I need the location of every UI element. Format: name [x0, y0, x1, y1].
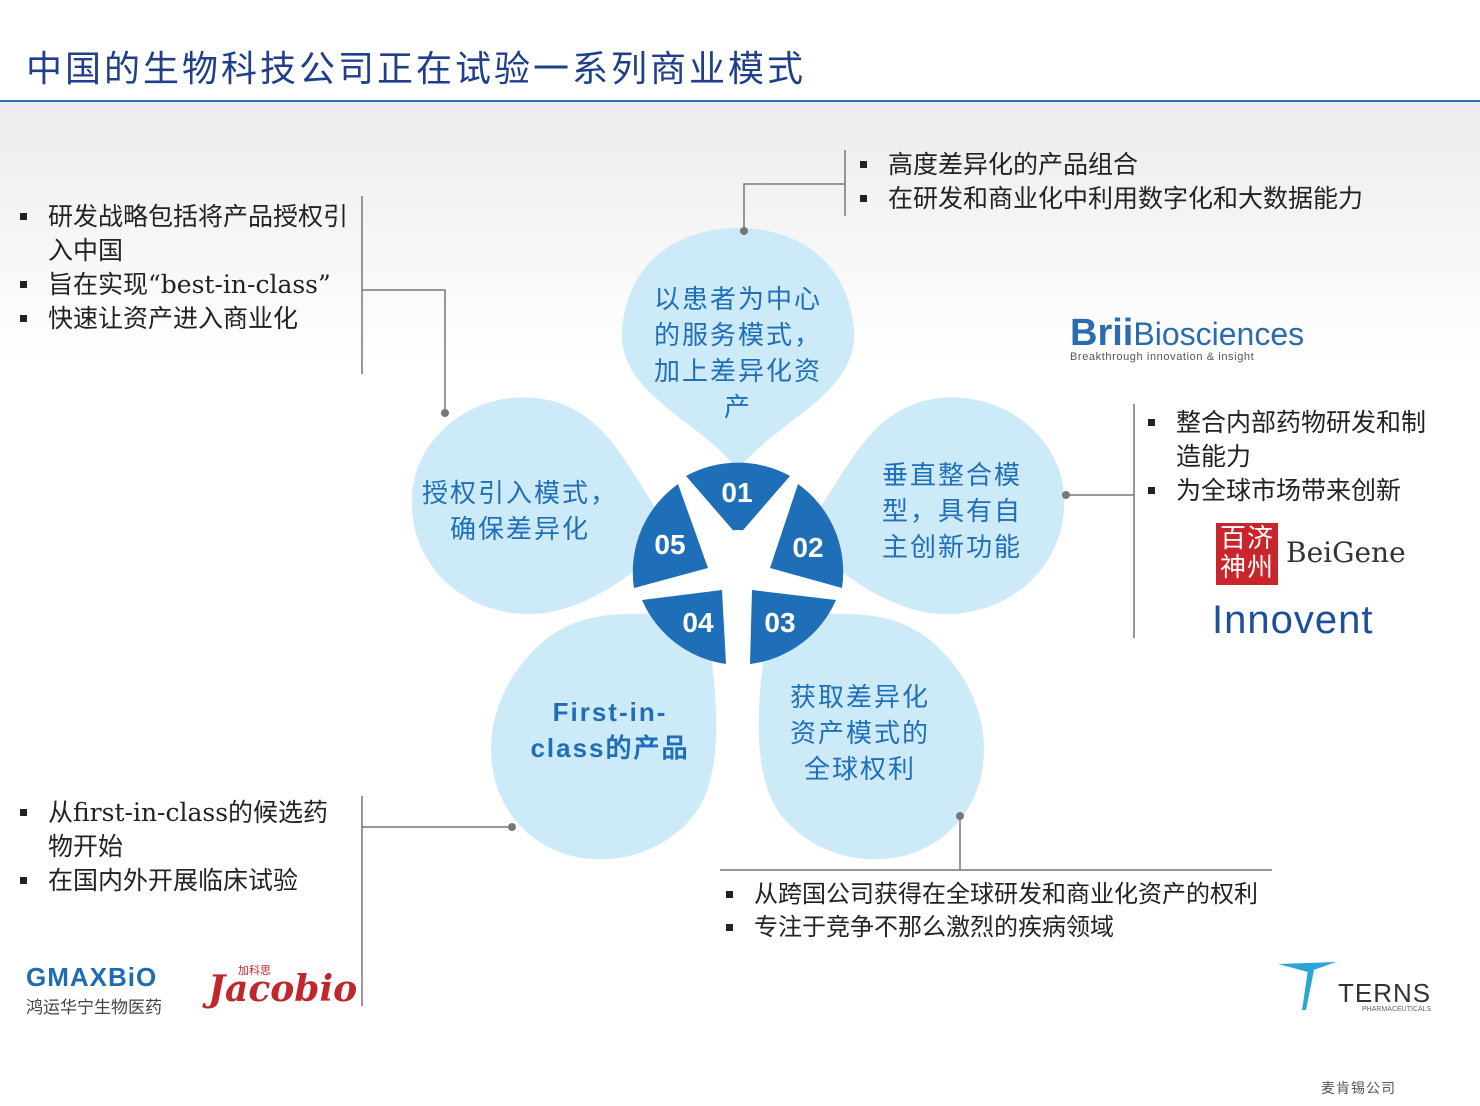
- bullet-item: 高度差异化的产品组合: [858, 148, 1458, 182]
- petal-04: [491, 612, 717, 860]
- center-hole: [708, 530, 768, 590]
- terns-bird-icon: [1278, 962, 1336, 1010]
- bullet-item: 在研发和商业化中利用数字化和大数据能力: [858, 182, 1458, 216]
- petal-text-03: 获取差异化资产模式的全球权利: [789, 683, 930, 785]
- bullets-bottom-right: 从跨国公司获得在全球研发和商业化资产的权利 专注于竞争不那么激烈的疾病领域: [724, 878, 1284, 944]
- brii-tagline: Breakthrough innovation & insight: [1070, 351, 1255, 363]
- center-segment-02: [770, 484, 844, 588]
- petal-text-02: 垂直整合模型，具有自主创新功能: [881, 461, 1022, 563]
- center-segment-01: [686, 462, 790, 536]
- bullet-item: 快速让资产进入商业化: [18, 302, 348, 336]
- petal-01: [621, 228, 855, 470]
- bullet-item: 为全球市场带来创新: [1146, 474, 1446, 508]
- bullet-item: 专注于竞争不那么激烈的疾病领域: [724, 911, 1284, 944]
- jacobio-logo: Jacobio: [208, 968, 358, 1010]
- petal-05: [411, 397, 675, 615]
- petal-number-03: 03: [764, 607, 796, 638]
- petal-03: [758, 612, 984, 860]
- connector-left-top: [362, 289, 446, 413]
- petal-text-05: 授权引入模式，确保差异化: [421, 479, 618, 545]
- petal-number-01: 01: [721, 477, 753, 508]
- innovent-logo: Innovent: [1212, 598, 1374, 642]
- bullets-left-top: 研发战略包括将产品授权引入中国 旨在实现“best-in-class” 快速让资…: [18, 200, 348, 336]
- jacobio-logo-cn: 加科思: [238, 965, 271, 977]
- terns-logo-sub: PHARMACEUTICALS: [1362, 1006, 1432, 1013]
- center-segment-04: [642, 590, 726, 664]
- brii-logo-name: Brii: [1070, 312, 1134, 354]
- title-rule: [0, 100, 1480, 102]
- bullet-item: 旨在实现“best-in-class”: [18, 268, 348, 302]
- center-segment-03: [750, 590, 836, 664]
- bullet-item: 从跨国公司获得在全球研发和商业化资产的权利: [724, 878, 1284, 911]
- petal-number-04: 04: [682, 607, 714, 638]
- bullet-item: 研发战略包括将产品授权引入中国: [18, 200, 348, 268]
- bullet-item: 整合内部药物研发和制造能力: [1146, 406, 1446, 474]
- petal-02: [800, 397, 1065, 615]
- connector-top: [743, 183, 845, 231]
- bullets-top-right: 高度差异化的产品组合 在研发和商业化中利用数字化和大数据能力: [858, 148, 1458, 216]
- footer-company: 麦肯锡公司: [1321, 1081, 1396, 1097]
- bullets-right-mid: 整合内部药物研发和制造能力 为全球市场带来创新: [1146, 406, 1446, 508]
- bullets-left-bottom: 从first-in-class的候选药物开始 在国内外开展临床试验: [18, 796, 348, 898]
- bullet-item: 在国内外开展临床试验: [18, 864, 348, 898]
- brii-logo: BriiBiosciences Breakthrough innovation …: [1070, 312, 1304, 363]
- gmax-logo-cn: 鸿运华宁生物医药: [26, 998, 162, 1017]
- petal-number-05: 05: [654, 529, 686, 560]
- gmax-logo: GMAXBiO 鸿运华宁生物医药: [26, 962, 162, 1018]
- bullet-item: 从first-in-class的候选药物开始: [18, 796, 348, 864]
- beigene-logo: BeiGene: [1286, 536, 1406, 569]
- terns-logo: TERNS: [1338, 978, 1432, 1008]
- center-segment-05: [632, 484, 708, 588]
- page-title: 中国的生物科技公司正在试验一系列商业模式: [26, 49, 807, 90]
- brii-logo-suffix: Biosciences: [1133, 316, 1305, 352]
- petal-text-01: 以患者为中心的服务模式，加上差异化资产: [653, 285, 822, 423]
- petal-number-02: 02: [792, 532, 824, 563]
- connector-bottom: [720, 816, 1272, 871]
- gmax-logo-name: GMAXBiO: [26, 962, 158, 992]
- petal-text-04: First-in-class的产品: [530, 697, 690, 763]
- beigene-seal: 百济神州: [1216, 523, 1278, 585]
